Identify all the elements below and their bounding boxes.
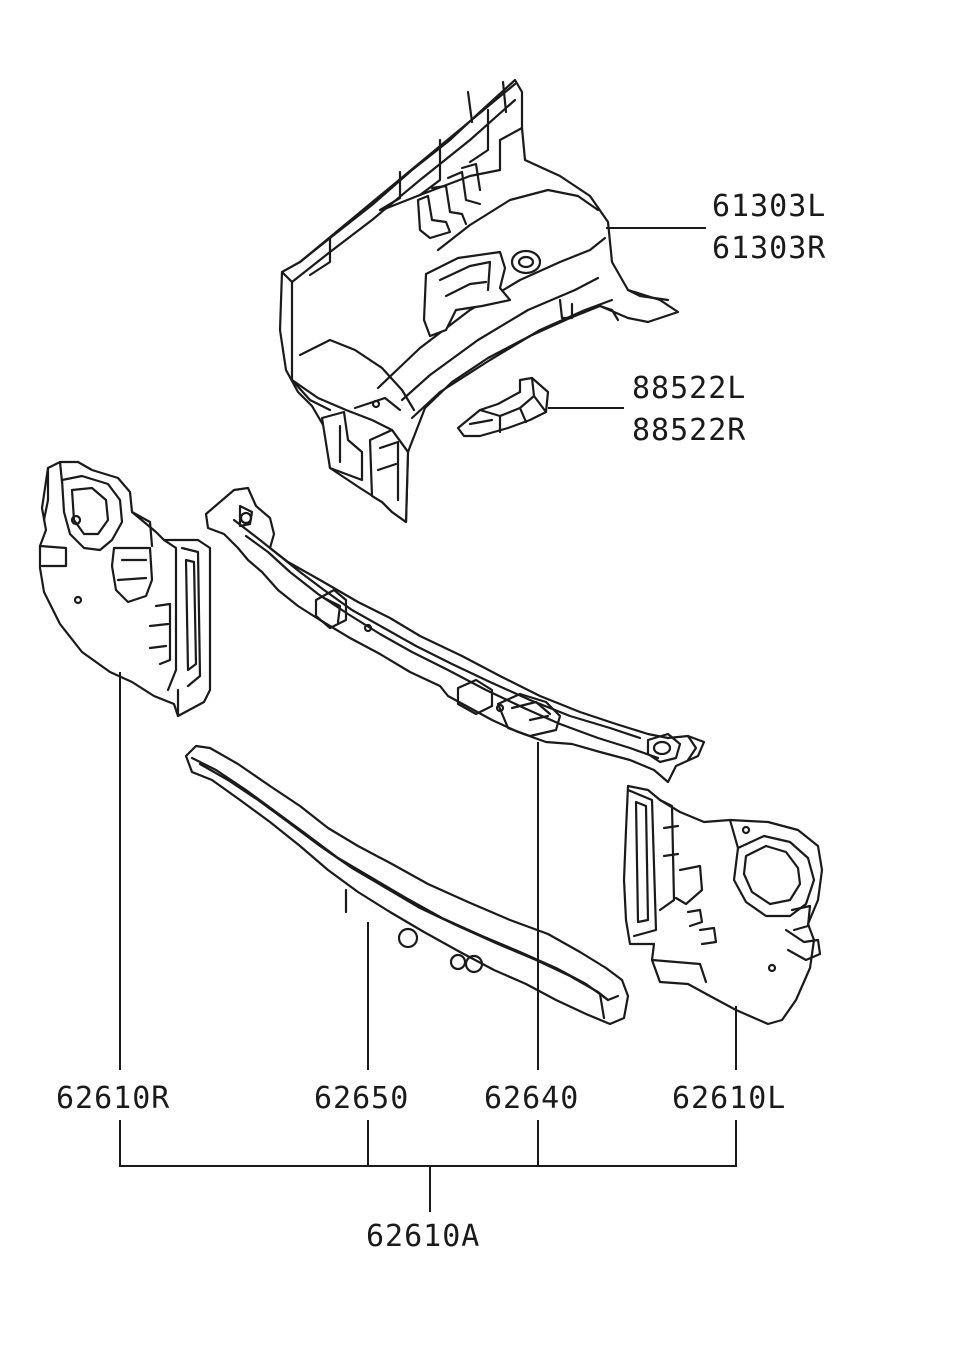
part-labels: 61303L 61303R 88522L 88522R 62610R 62650… [56,189,826,1254]
label-88522L: 88522L [632,371,746,406]
label-62610L: 62610L [672,1081,786,1116]
label-62650: 62650 [314,1081,409,1116]
support-panel-62610R[interactable] [38,460,212,718]
label-61303L: 61303L [712,189,826,224]
label-61303R: 61303R [712,231,826,266]
bracket-88522[interactable] [456,376,550,438]
label-62640: 62640 [484,1081,579,1116]
label-62610R: 62610R [56,1081,170,1116]
lower-crossmember-62650[interactable] [184,744,630,1026]
upper-crossmember-62640[interactable] [204,486,706,784]
wheelhouse-panel-61303[interactable] [278,78,680,524]
label-88522R: 88522R [632,413,746,448]
leader-lines [119,227,737,1212]
support-panel-62610L[interactable] [622,784,824,1026]
bracket-62610A [119,1120,737,1212]
label-62610A: 62610A [366,1219,480,1254]
